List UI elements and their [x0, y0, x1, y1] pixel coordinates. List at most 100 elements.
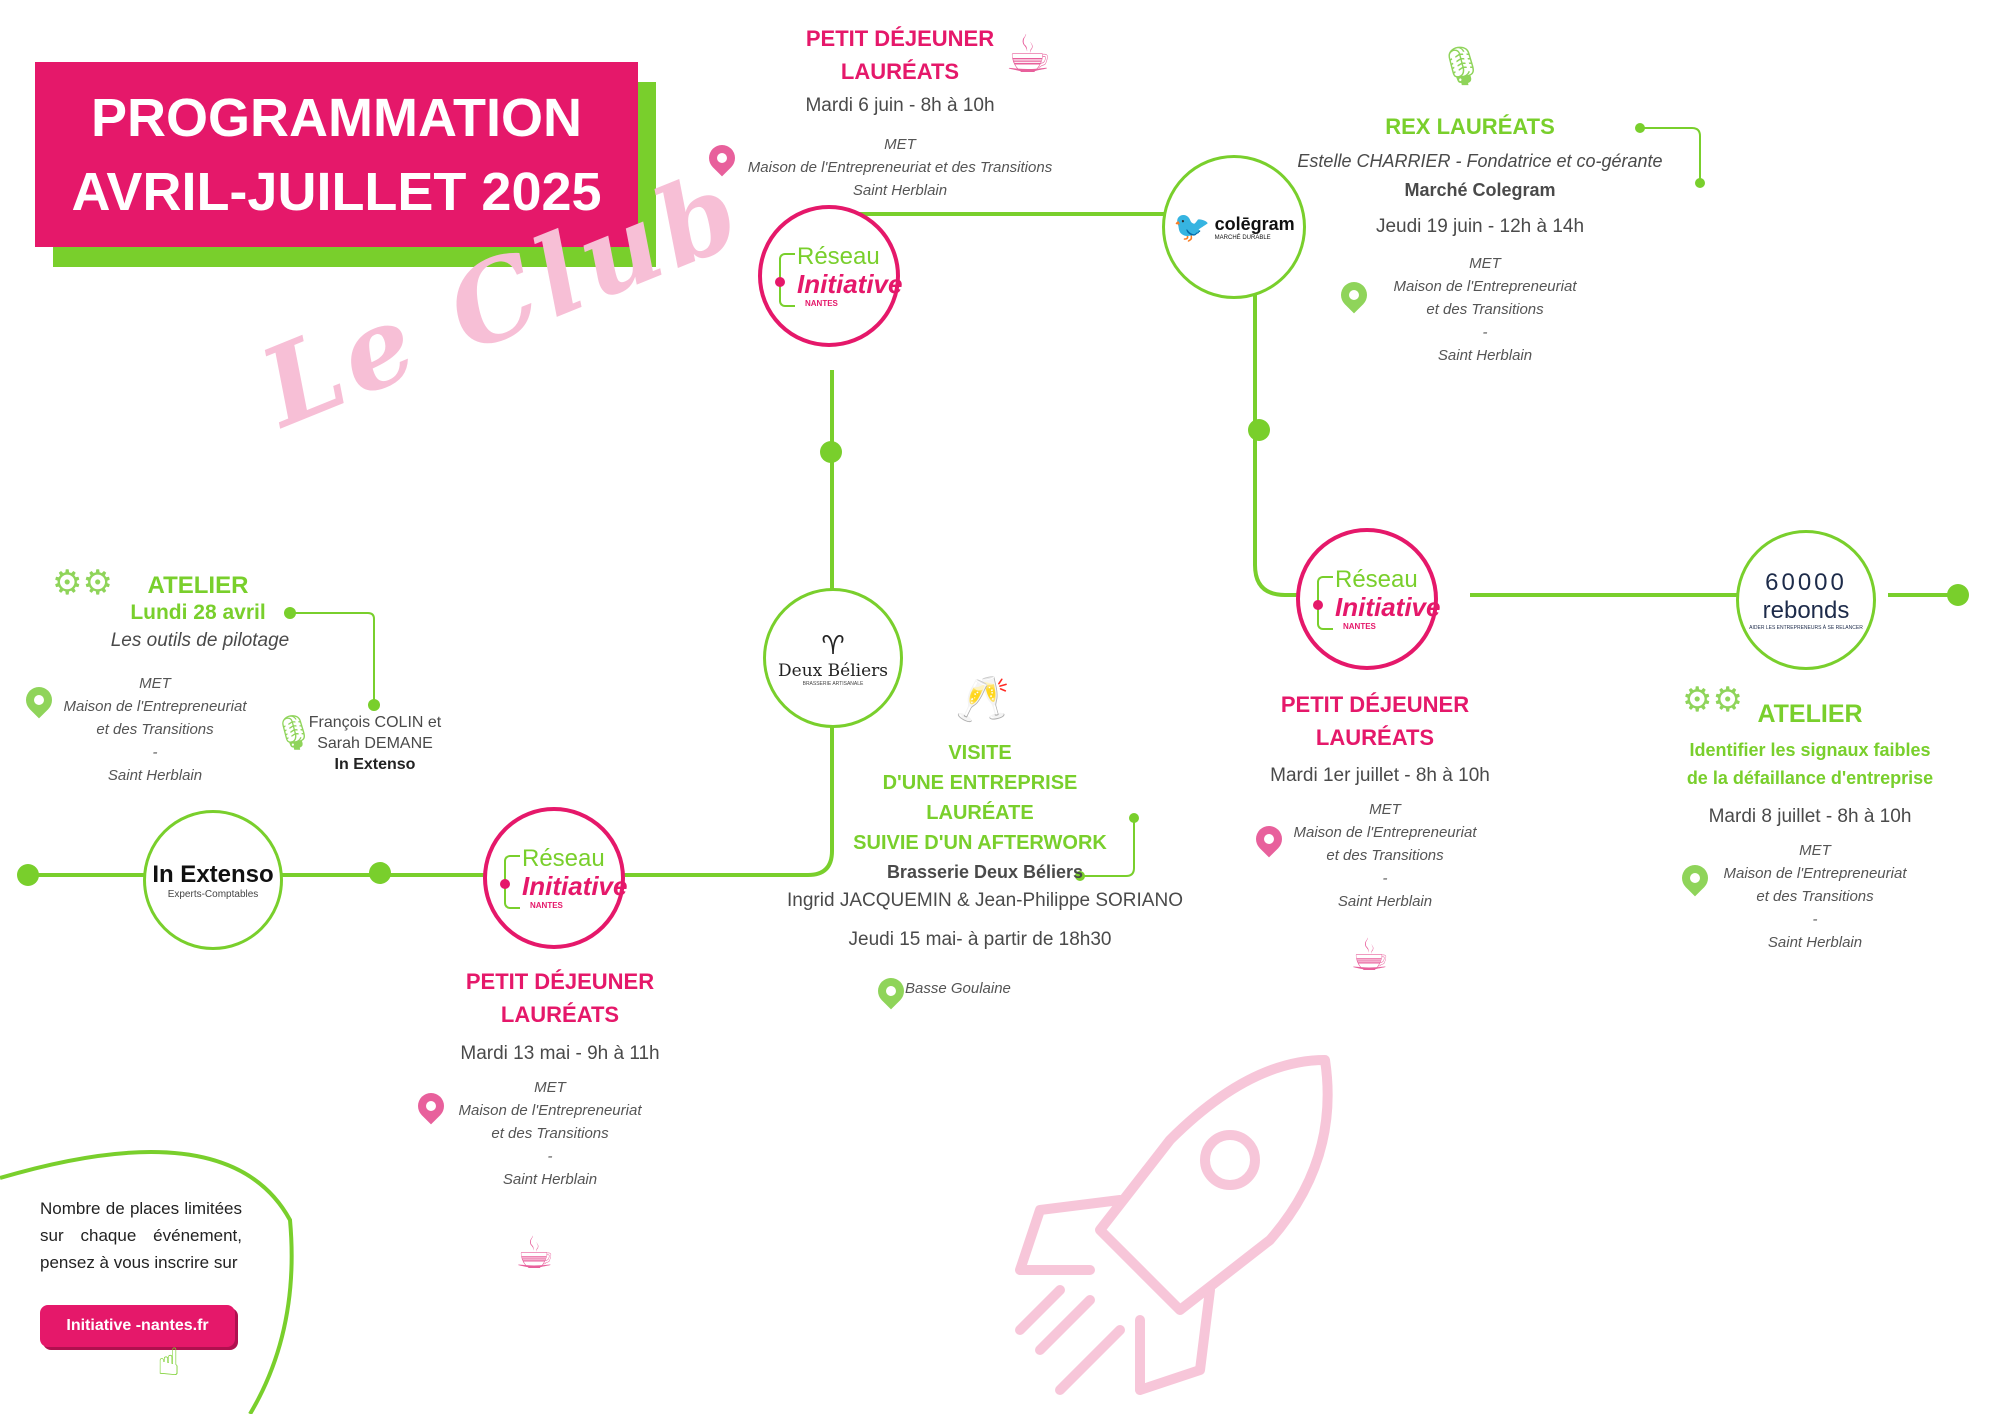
pdj-june-title: PETIT DÉJEUNER LAURÉATS — [780, 22, 1020, 88]
loc-line: Saint Herblain — [852, 182, 948, 199]
reseau-initiative-logo-june: Réseau Initiative NANTES — [758, 205, 903, 347]
rebonds-logo: 60000 rebonds AIDER LES ENTREPRENEURS À … — [1736, 530, 1876, 670]
rocket-icon — [1015, 1055, 1333, 1395]
in-extenso-logo: In Extenso Experts-Comptables — [143, 810, 283, 950]
loc-line: MET — [1469, 255, 1501, 272]
colegram-name: colēgram — [1214, 213, 1295, 234]
loc-line: MET — [884, 136, 916, 153]
speaker-line: Sarah DEMANE — [317, 735, 433, 752]
loc-line: MET — [139, 675, 171, 692]
loc-line: Maison de l'Entrepreneuriat — [1293, 824, 1477, 841]
rebonds-top: 60000 — [1765, 569, 1847, 596]
visite-people: Ingrid JACQUEMIN & Jean-Philippe SORIANO — [787, 890, 1183, 911]
in-extenso-name: In Extenso — [152, 860, 274, 888]
loc-line: et des Transitions — [491, 1125, 609, 1142]
visite-date: Jeudi 15 mai- à partir de 18h30 — [848, 929, 1112, 950]
deux-beliers-logo: ♈ Deux Béliers BRASSERIE ARTISANALE — [763, 588, 903, 728]
rex-company: Marché Colegram — [1404, 180, 1556, 200]
rex-title: REX LAURÉATS — [1385, 114, 1555, 139]
rex-speaker: Estelle CHARRIER - Fondatrice et co-géra… — [1297, 151, 1663, 171]
loc-line: et des Transitions — [1326, 847, 1444, 864]
loc-line: Maison de l'Entrepreneuriat — [1393, 278, 1577, 295]
initiative-word: Initiative — [1335, 592, 1441, 622]
loc-line: Saint Herblain — [502, 1171, 598, 1188]
title-line: LAURÉATS — [840, 59, 960, 84]
title-line: D'UNE ENTREPRISE LAURÉATE — [882, 772, 1078, 824]
title-line: SUIVIE D'UN AFTERWORK — [853, 832, 1107, 854]
loc-line: Saint Herblain — [1767, 934, 1863, 951]
loc-line: et des Transitions — [96, 721, 214, 738]
loc-line: - — [152, 744, 158, 761]
title-line: PETIT DÉJEUNER — [1280, 692, 1470, 717]
reseau-word: Réseau — [522, 845, 605, 872]
loc-line: Maison de l'Entrepreneuriat — [1723, 865, 1907, 882]
visite-place: Brasserie Deux Béliers — [886, 862, 1084, 882]
loc-line: Saint Herblain — [1437, 347, 1533, 364]
title-line: PETIT DÉJEUNER — [465, 969, 655, 994]
pdj-july-title: PETIT DÉJEUNER LAURÉATS — [1255, 688, 1495, 754]
reseau-word: Réseau — [797, 243, 880, 270]
speaker-org: In Extenso — [334, 756, 416, 773]
coffee-cup-icon: ☕ — [515, 1229, 555, 1278]
visite-title: VISITE D'UNE ENTREPRISE LAURÉATE SUIVIE … — [830, 738, 1130, 858]
coffee-cup-icon: ☕ — [1005, 26, 1052, 84]
rebonds-name: rebonds — [1762, 597, 1850, 624]
initiative-word: Initiative — [522, 871, 628, 901]
loc-line: - — [1382, 870, 1388, 887]
title-line: PETIT DÉJEUNER — [805, 26, 995, 51]
atelier-april-speakers: François COLIN et Sarah DEMANE In Extens… — [305, 712, 445, 775]
colegram-sub: MARCHÉ DURABLE — [1214, 234, 1271, 241]
pdj-june-location: MET Maison de l'Entrepreneuriat et des T… — [735, 133, 1065, 202]
champagne-glasses-icon: 🥂 — [955, 675, 1010, 724]
colegram-logo: 🐦 colēgram MARCHÉ DURABLE — [1162, 155, 1306, 299]
atelier-july-location: MET Maison de l'Entrepreneuriat et des T… — [1715, 839, 1915, 954]
nantes-word: NANTES — [805, 299, 838, 308]
title-line: VISITE — [948, 742, 1012, 764]
reseau-initiative-logo-may: Réseau Initiative NANTES — [483, 807, 628, 949]
rebonds-sub: AIDER LES ENTREPRENEURS À SE RELANCER — [1749, 625, 1863, 631]
topic-line: Identifier les signaux faibles — [1689, 740, 1931, 760]
loc-line: Saint Herblain — [1337, 893, 1433, 910]
loc-line: - — [547, 1148, 553, 1165]
loc-line: MET — [534, 1079, 566, 1096]
loc-line: MET — [1799, 842, 1831, 859]
atelier-july-topic: Identifier les signaux faibles de la déf… — [1660, 736, 1960, 792]
gears-icon: ⚙⚙ — [1682, 681, 1743, 719]
loc-line: et des Transitions — [1426, 301, 1544, 318]
atelier-april-location: MET Maison de l'Entrepreneuriat et des T… — [55, 672, 255, 787]
nantes-word: NANTES — [1343, 622, 1376, 631]
title-line-1: PROGRAMMATION — [91, 87, 582, 148]
loc-line: Saint Herblain — [107, 767, 203, 784]
title-line: LAURÉATS — [500, 1002, 620, 1027]
loc-line: MET — [1369, 801, 1401, 818]
initiative-word: Initiative — [797, 269, 903, 299]
pdj-july-date: Mardi 1er juillet - 8h à 10h — [1270, 765, 1490, 786]
loc-line: - — [1482, 324, 1488, 341]
atelier-july-date: Mardi 8 juillet - 8h à 10h — [1708, 806, 1912, 827]
reseau-initiative-logo-july: Réseau Initiative NANTES — [1296, 528, 1441, 670]
pdj-june-date: Mardi 6 juin - 8h à 10h — [805, 95, 995, 116]
nantes-word: NANTES — [530, 901, 563, 910]
deux-beliers-name: Deux Béliers — [778, 660, 888, 681]
loc-line: Maison de l'Entrepreneuriat et des Trans… — [747, 159, 1053, 176]
registration-link-button[interactable]: Initiative -nantes.fr — [40, 1305, 235, 1347]
gears-icon: ⚙⚙ — [52, 564, 113, 602]
microphone-icon: 🎙 — [272, 714, 316, 752]
deux-beliers-sub: BRASSERIE ARTISANALE — [802, 680, 864, 687]
rex-location: MET Maison de l'Entrepreneuriat et des T… — [1385, 252, 1585, 367]
speaker-line: François COLIN et — [308, 714, 442, 731]
loc-line: Maison de l'Entrepreneuriat — [63, 698, 247, 715]
loc-line: - — [1812, 911, 1818, 928]
coffee-cup-icon: ☕ — [1350, 931, 1390, 980]
topic-line: de la défaillance d'entreprise — [1686, 768, 1934, 788]
pdj-may-location: MET Maison de l'Entrepreneuriat et des T… — [450, 1076, 650, 1191]
loc-line: et des Transitions — [1756, 888, 1874, 905]
title-line: LAURÉATS — [1315, 725, 1435, 750]
registration-note: Nombre de places limitées sur chaque évé… — [40, 1199, 242, 1272]
bird-icon: 🐦 — [1173, 210, 1211, 244]
rex-date: Jeudi 19 juin - 12h à 14h — [1375, 216, 1585, 237]
in-extenso-sub: Experts-Comptables — [167, 888, 259, 900]
atelier-april-date: Lundi 28 avril — [130, 601, 266, 624]
reseau-word: Réseau — [1335, 566, 1418, 593]
